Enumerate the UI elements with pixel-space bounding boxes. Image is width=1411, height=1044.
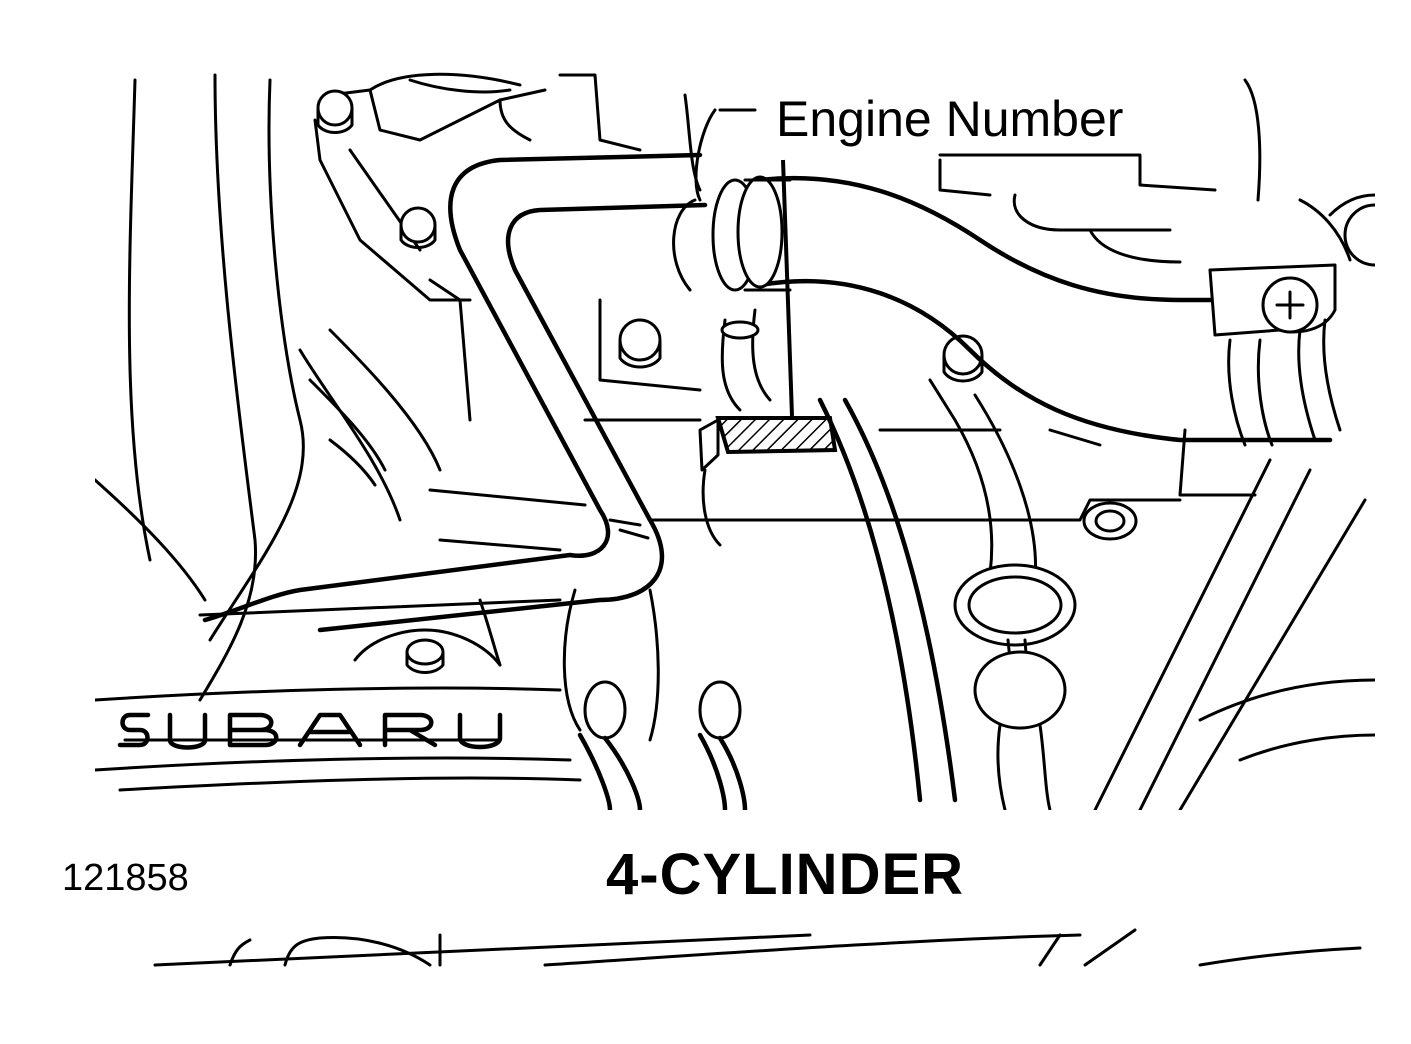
hose-clamp-right — [1208, 263, 1342, 447]
bolt-upper-mid — [399, 206, 437, 249]
lower-pipes — [577, 680, 748, 810]
engine-block-mid — [428, 298, 1182, 742]
engine-artwork — [95, 72, 1375, 810]
figure-caption: 4-CYLINDER — [606, 842, 965, 907]
lower-left-details — [198, 278, 562, 667]
engine-number-leader — [781, 159, 794, 417]
coolant-hose-main — [672, 93, 1333, 443]
bolts — [316, 89, 1138, 674]
small-hose-center — [720, 308, 772, 412]
engine-block-upper — [313, 72, 1375, 302]
right-frame-rails — [1093, 428, 1375, 810]
engine-number-label: Engine Number — [770, 90, 1130, 148]
left-shroud — [95, 73, 442, 702]
engine-number-plate — [698, 416, 838, 547]
subaru-valve-cover-logo — [95, 686, 582, 792]
cropped-next-figure — [153, 928, 1362, 967]
bolt-center-right — [942, 334, 984, 383]
bolt-lower-left — [353, 628, 502, 674]
bolt-right-lower — [1082, 501, 1138, 541]
bolt-top-left — [316, 89, 354, 134]
figure-id: 121858 — [62, 857, 189, 899]
coolant-pipe-left — [202, 152, 708, 633]
bolt-center-left — [618, 318, 662, 369]
dipstick — [817, 378, 1077, 810]
